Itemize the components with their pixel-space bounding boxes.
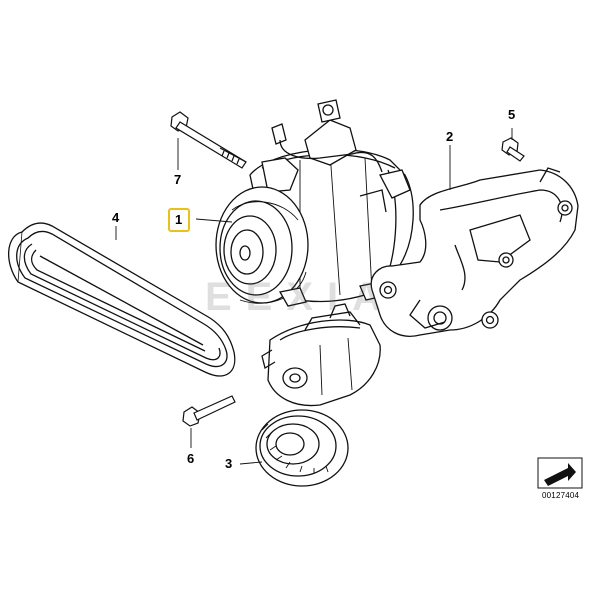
tensioner-bolt — [182, 395, 236, 427]
callout-6[interactable]: 6 — [187, 451, 195, 466]
leader-lines — [115, 128, 513, 465]
callout-1-highlight — [168, 208, 190, 232]
callout-7[interactable]: 7 — [174, 172, 182, 187]
watermark-text: EEXIA — [205, 275, 395, 319]
short-bolt — [501, 137, 525, 162]
long-bolt — [170, 111, 247, 169]
callout-5[interactable]: 5 — [508, 107, 516, 122]
watermark: EEXIA — [205, 275, 395, 319]
view-direction-arrow-icon — [537, 457, 583, 489]
drive-belt — [7, 222, 236, 377]
belt-tensioner — [255, 303, 381, 487]
callout-4[interactable]: 4 — [112, 210, 120, 225]
ac-compressor — [215, 99, 414, 307]
mounting-bracket — [370, 167, 579, 337]
callout-2[interactable]: 2 — [446, 129, 454, 144]
callout-1[interactable]: 1 — [175, 212, 183, 227]
document-number: 00127404 — [542, 491, 580, 500]
callout-3[interactable]: 3 — [225, 456, 233, 471]
